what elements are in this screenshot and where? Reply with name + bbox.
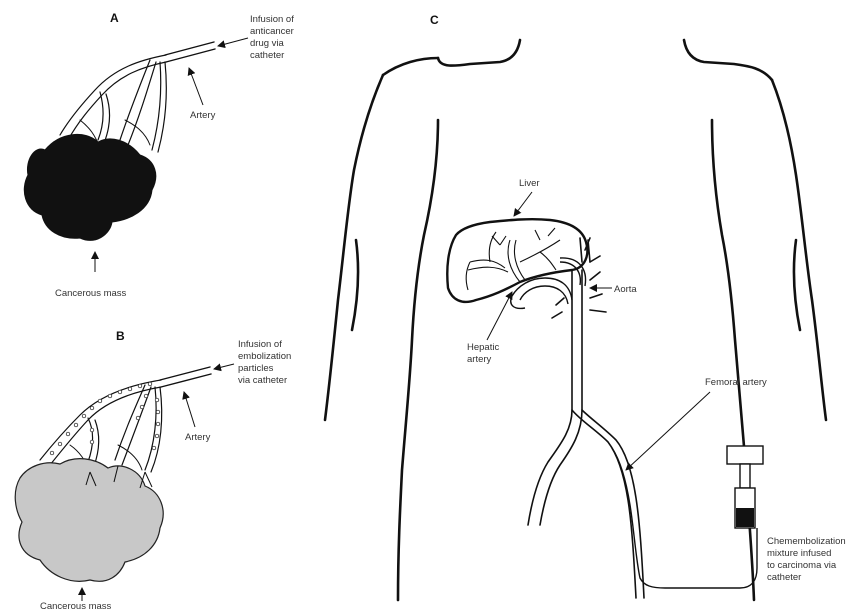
panel-b-cancerous-mass [15,459,163,582]
svg-text:Infusion of: Infusion of [250,14,294,25]
svg-text:via catheter: via catheter [238,375,287,386]
svg-text:Chemembolization: Chemembolization [767,536,846,547]
hepatic-artery-label: Hepatic artery [467,342,499,365]
panel-a-infusion-label: Infusion of anticancer drug via catheter [250,14,294,61]
aorta-label: Aorta [614,284,637,295]
liver-label: Liver [519,178,540,189]
panel-b-infusion-label: Infusion of embolization particles via c… [238,339,291,386]
mixture-label: Chemembolization mixture infused to carc… [767,536,846,583]
svg-text:artery: artery [467,354,492,365]
svg-text:catheter: catheter [767,572,801,583]
svg-text:particles: particles [238,363,274,374]
panel-a-cancerous-mass [24,134,156,240]
panel-a-mass-label: Cancerous mass [55,288,127,299]
hepatic-artery-arrow [487,292,512,340]
panel-a-letter: A [110,11,119,25]
panel-b-infusion-arrow [214,364,234,369]
panel-a-infusion-arrow [218,38,248,46]
svg-text:anticancer: anticancer [250,26,294,37]
svg-text:drug via: drug via [250,38,285,49]
panel-a-artery-arrow [189,68,203,105]
panel-b: B [15,329,291,610]
panel-b-mass-label: Cancerous mass [40,601,112,610]
syringe [727,446,763,528]
panel-c: C [325,13,846,600]
svg-text:catheter: catheter [250,50,284,61]
panel-c-letter: C [430,13,439,27]
svg-text:embolization: embolization [238,351,291,362]
panel-b-artery-arrow [184,392,195,427]
svg-text:to carcinoma via: to carcinoma via [767,560,837,571]
panel-b-catheter [160,367,211,387]
panel-b-letter: B [116,329,125,343]
panel-a-catheter [165,42,215,62]
svg-text:mixture infused: mixture infused [767,548,831,559]
liver-arrow [514,192,532,216]
svg-text:Infusion of: Infusion of [238,339,282,350]
panel-b-artery-label: Artery [185,432,211,443]
syringe-fill [736,508,754,527]
svg-text:Hepatic: Hepatic [467,342,499,353]
panel-b-artery-tree [40,380,162,472]
femoral-artery-arrow [626,392,710,470]
panel-a-artery-label: Artery [190,110,216,121]
femoral-artery-label: Femoral artery [705,377,767,388]
panel-a: A Infusion of anticancer drug via cath [24,11,294,299]
